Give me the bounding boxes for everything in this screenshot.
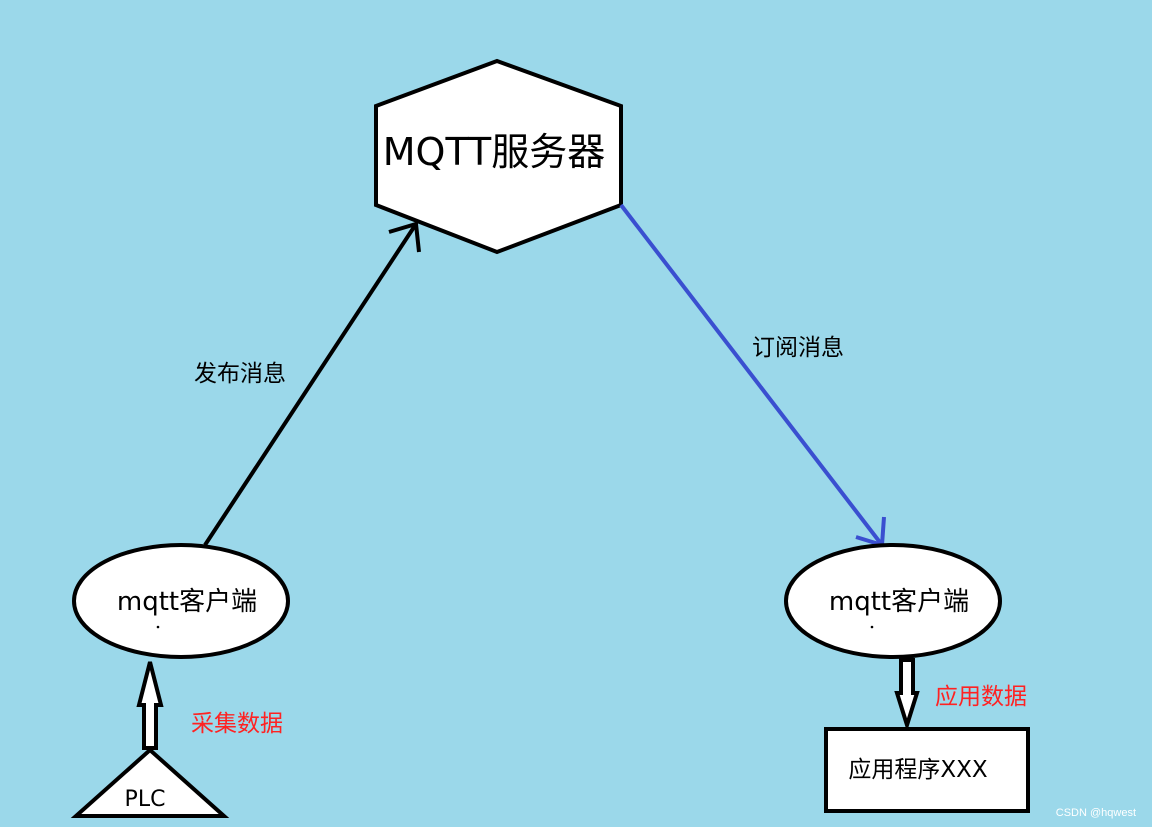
- publish-edge: 发布消息: [194, 221, 421, 547]
- client-left-node: mqtt客户端: [72, 543, 290, 659]
- app-node: 应用程序XXX: [824, 727, 1030, 813]
- client-right-node: mqtt客户端: [784, 543, 1002, 659]
- server-label: MQTT服务器: [383, 130, 605, 174]
- publish-line: [203, 222, 418, 547]
- client-right-dot: [870, 625, 874, 629]
- client-left-ellipse: [72, 543, 290, 659]
- publish-label: 发布消息: [194, 361, 286, 387]
- plc-node: PLC: [70, 747, 230, 818]
- publish-arrowhead: [388, 221, 421, 253]
- subscribe-line: [619, 203, 884, 547]
- apply-label: 应用数据: [935, 684, 1027, 710]
- apply-edge: 应用数据: [894, 658, 1027, 732]
- subscribe-label: 订阅消息: [752, 335, 844, 361]
- app-label: 应用程序XXX: [848, 757, 988, 783]
- plc-triangle: [70, 747, 230, 818]
- server-node: MQTT服务器: [374, 58, 623, 255]
- client-right-label: mqtt客户端: [829, 587, 969, 617]
- subscribe-edge: 订阅消息: [619, 203, 886, 548]
- server-hexagon: [374, 58, 623, 255]
- app-box: [824, 727, 1030, 813]
- collect-hollow-arrow: [136, 661, 164, 750]
- apply-hollow-arrow: [894, 658, 920, 732]
- client-left-dot: [156, 625, 160, 629]
- client-right-ellipse: [784, 543, 1002, 659]
- client-left-label: mqtt客户端: [117, 587, 257, 617]
- collect-edge: 采集数据: [136, 661, 283, 750]
- plc-label: PLC: [125, 787, 166, 812]
- watermark-text: CSDN @hqwest: [1056, 807, 1136, 819]
- collect-label: 采集数据: [191, 711, 283, 737]
